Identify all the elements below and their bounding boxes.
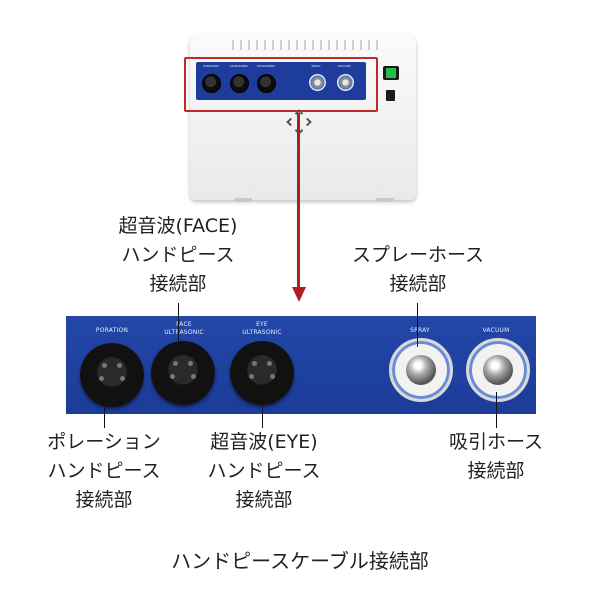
label-face: FACE bbox=[176, 321, 192, 328]
spray-nozzle bbox=[406, 355, 436, 385]
leader-line-face bbox=[178, 303, 179, 347]
footer-caption: ハンドピースケーブル接続部 bbox=[171, 549, 429, 573]
leader-line-spray bbox=[417, 303, 418, 347]
label-eye: EYE bbox=[256, 321, 268, 328]
vacuum-nozzle bbox=[483, 355, 513, 385]
fuse-holder bbox=[386, 90, 395, 101]
connector-pin bbox=[249, 374, 254, 379]
label-eye-ultrasonic: ULTRASONIC bbox=[242, 329, 282, 336]
connector-pin bbox=[102, 363, 107, 368]
connector-pin bbox=[117, 363, 122, 368]
zoom-arrow-line bbox=[297, 113, 300, 289]
device-vent-grille bbox=[232, 40, 382, 50]
caption-spray: スプレーホース 接続部 bbox=[338, 241, 498, 299]
leader-line-vacuum bbox=[496, 392, 497, 428]
caption-eye-line1: 超音波(EYE) bbox=[210, 431, 318, 453]
poration-connector bbox=[80, 343, 144, 407]
connector-pin bbox=[267, 361, 272, 366]
label-poration: PORATION bbox=[95, 327, 129, 334]
caption-poration: ポレーション ハンドピース 接続部 bbox=[24, 428, 184, 515]
caption-face-line2: ハンドピース bbox=[121, 244, 235, 266]
device-label-face: ULTRASONIC bbox=[229, 64, 249, 68]
caption-vacuum-line2: 接続部 bbox=[467, 460, 525, 482]
connector-pin bbox=[99, 376, 104, 381]
device-label-spray: SPRAY bbox=[311, 64, 321, 68]
leader-line-poration bbox=[104, 390, 105, 428]
connector-pin bbox=[252, 361, 257, 366]
caption-eye: 超音波(EYE) ハンドピース 接続部 bbox=[184, 428, 344, 515]
connector-pin bbox=[120, 376, 125, 381]
arrow-down-icon bbox=[292, 287, 306, 302]
zoomed-connector-panel: PORATION FACE ULTRASONIC EYE ULTRASONIC … bbox=[66, 316, 536, 414]
connector-pin bbox=[191, 374, 196, 379]
device-foot-left bbox=[234, 198, 252, 202]
device-body bbox=[190, 34, 416, 200]
connector-pin bbox=[170, 374, 175, 379]
leader-line-eye bbox=[262, 390, 263, 428]
label-face-ultrasonic: ULTRASONIC bbox=[164, 329, 204, 336]
highlight-frame bbox=[184, 57, 378, 112]
caption-eye-line2: ハンドピース bbox=[207, 460, 321, 482]
device-label-eye: ULTRASONIC bbox=[256, 64, 276, 68]
caption-vacuum: 吸引ホース 接続部 bbox=[416, 428, 576, 486]
device-eye-connector bbox=[257, 74, 276, 93]
caption-face: 超音波(FACE) ハンドピース 接続部 bbox=[98, 212, 258, 299]
device-vacuum-port bbox=[337, 74, 354, 91]
connector-pin bbox=[188, 361, 193, 366]
device-foot-right bbox=[376, 198, 394, 202]
caption-face-line1: 超音波(FACE) bbox=[118, 215, 238, 237]
caption-poration-line3: 接続部 bbox=[75, 489, 133, 511]
connector-pin bbox=[173, 361, 178, 366]
label-spray: SPRAY bbox=[410, 327, 430, 334]
caption-poration-line2: ハンドピース bbox=[47, 460, 161, 482]
caption-spray-line2: 接続部 bbox=[389, 273, 447, 295]
vacuum-hose-fitting bbox=[466, 338, 530, 402]
caption-face-line3: 接続部 bbox=[149, 273, 207, 295]
device-face-connector bbox=[230, 74, 249, 93]
device-label-poration: PORATION bbox=[203, 64, 219, 68]
label-vacuum: VACUUM bbox=[482, 327, 510, 334]
caption-eye-line3: 接続部 bbox=[235, 489, 293, 511]
connector-pin bbox=[270, 374, 275, 379]
caption-poration-line1: ポレーション bbox=[47, 431, 161, 453]
caption-spray-line1: スプレーホース bbox=[351, 244, 485, 266]
device-spray-port bbox=[309, 74, 326, 91]
device-poration-connector bbox=[202, 74, 221, 93]
caption-vacuum-line1: 吸引ホース bbox=[448, 431, 544, 453]
face-ultrasonic-connector bbox=[151, 341, 215, 405]
device-label-vacuum: VACUUM bbox=[337, 64, 351, 68]
power-switch-indicator bbox=[386, 68, 396, 78]
